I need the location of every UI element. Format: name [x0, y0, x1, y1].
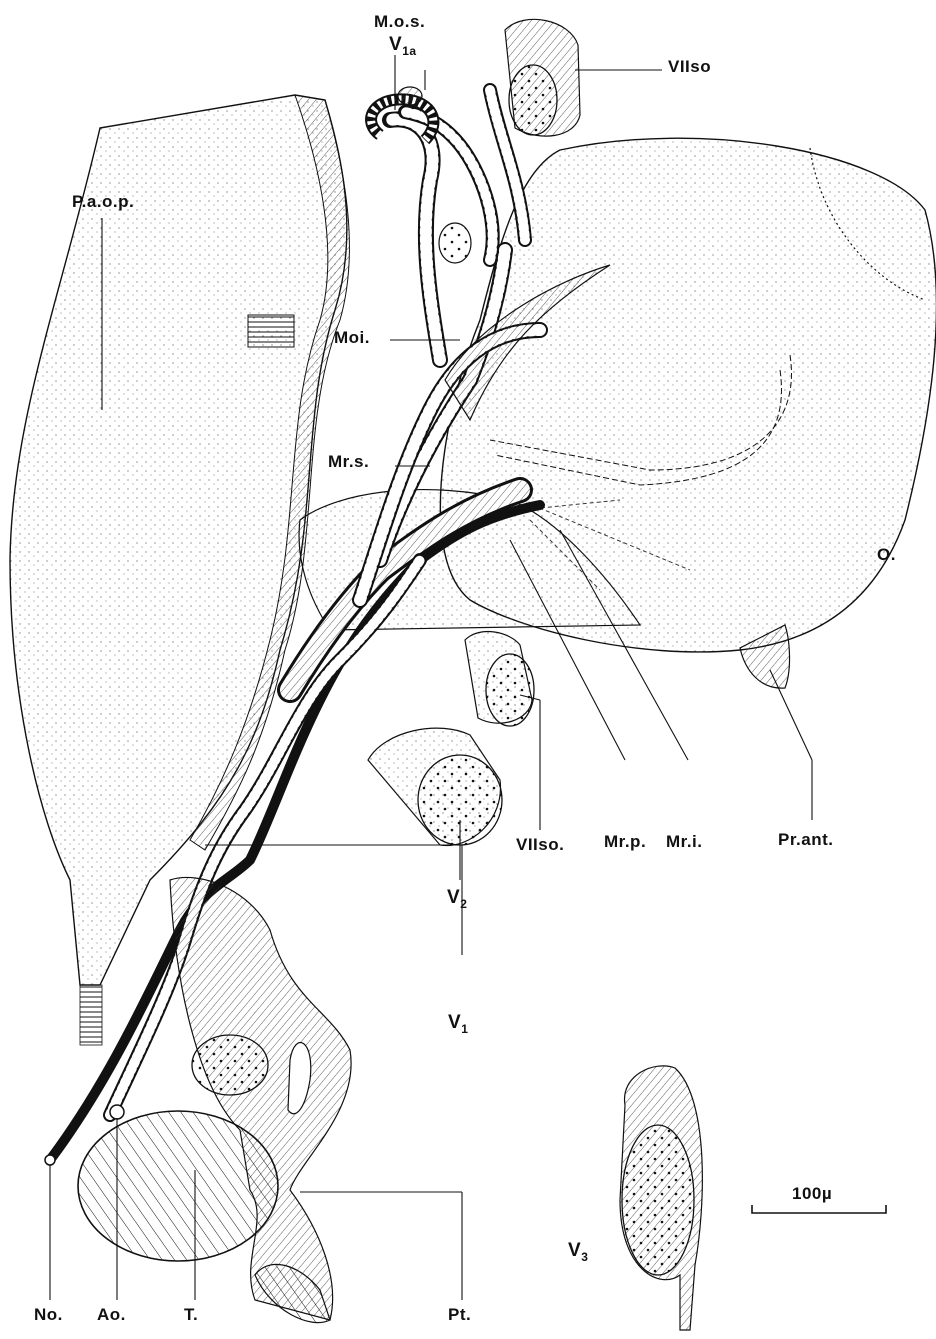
label-mri: Mr.i. [666, 832, 703, 852]
moi-section [439, 223, 471, 263]
label-pt: Pt. [448, 1305, 471, 1325]
label-v1: V1 [448, 1012, 468, 1036]
label-viiso-top: VIIso [668, 57, 711, 77]
t-section [78, 1111, 278, 1261]
label-v1-sub: 1 [461, 1022, 468, 1036]
viiso-mid-section [486, 654, 534, 726]
label-v1a-main: V [389, 34, 402, 55]
label-v2-sub: 2 [460, 897, 467, 911]
label-prant: Pr.ant. [778, 830, 833, 850]
label-paop: P.a.o.p. [72, 192, 134, 212]
scale-bar [752, 1205, 886, 1213]
label-viiso-mid: VIIso. [516, 835, 564, 855]
v3-section [622, 1125, 694, 1275]
label-v3: V3 [568, 1240, 588, 1264]
label-scale: 100µ [792, 1184, 832, 1204]
v1-section [192, 1035, 268, 1095]
no-section [45, 1155, 55, 1165]
label-v3-main: V [568, 1240, 581, 1261]
label-no: No. [34, 1305, 63, 1325]
label-mos: M.o.s. [374, 12, 425, 32]
ao-section [110, 1105, 124, 1119]
label-mrp: Mr.p. [604, 832, 646, 852]
label-v1a: V1a [389, 34, 417, 58]
label-t: T. [184, 1305, 198, 1325]
label-moi: Moi. [334, 328, 370, 348]
viiso-top-section [509, 65, 557, 135]
label-v3-sub: 3 [581, 1250, 588, 1264]
v1a-knob [398, 87, 422, 105]
horizontal-block [248, 315, 294, 347]
label-v2: V2 [447, 887, 467, 911]
horizontal-block-2 [80, 985, 102, 1045]
label-v1a-sub: 1a [402, 44, 416, 58]
label-v2-main: V [447, 887, 460, 908]
label-mrs: Mr.s. [328, 452, 369, 472]
label-v1-main: V [448, 1012, 461, 1033]
label-ao: Ao. [97, 1305, 126, 1325]
label-o: O. [877, 545, 896, 565]
